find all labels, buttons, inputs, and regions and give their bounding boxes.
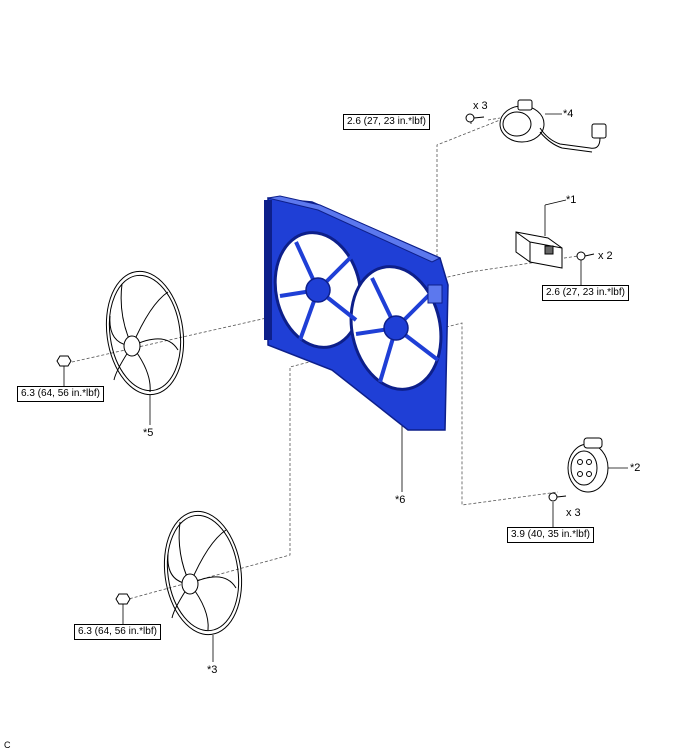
cooling-fan-resistor xyxy=(515,231,563,269)
leader-lines xyxy=(63,113,628,662)
torque-spec-motor-lower: 3.9 (40, 35 in.*lbf) xyxy=(507,527,594,543)
screw-motor-lower xyxy=(548,492,567,502)
fan-upper xyxy=(105,270,185,396)
qty-resistor-bolts: x 2 xyxy=(598,250,613,262)
callout-part-4: *4 xyxy=(563,108,574,120)
fan-motor-lower xyxy=(567,437,609,493)
screw-motor-upper xyxy=(465,113,485,123)
torque-spec-fan-upper: 6.3 (64, 56 in.*lbf) xyxy=(17,386,104,402)
fan-lower xyxy=(163,510,243,636)
callout-part-2: *2 xyxy=(630,462,641,474)
nut-fan-upper xyxy=(56,355,72,367)
bolt-resistor xyxy=(576,251,595,261)
nut-fan-lower xyxy=(115,593,131,605)
figure-code: C xyxy=(4,740,11,750)
callout-part-5: *5 xyxy=(143,427,154,439)
torque-spec-fan-lower: 6.3 (64, 56 in.*lbf) xyxy=(74,624,161,640)
torque-spec-resistor: 2.6 (27, 23 in.*lbf) xyxy=(542,285,629,301)
fan-shroud xyxy=(264,195,449,431)
qty-motor-lower-screws: x 3 xyxy=(566,507,581,519)
torque-spec-motor-upper: 2.6 (27, 23 in.*lbf) xyxy=(343,114,430,130)
fan-motor-upper xyxy=(499,99,607,153)
qty-motor-upper-screws: x 3 xyxy=(473,100,488,112)
fasteners xyxy=(56,113,595,605)
callout-part-1: *1 xyxy=(566,194,577,206)
callout-part-3: *3 xyxy=(207,664,218,676)
callout-part-6: *6 xyxy=(395,494,406,506)
